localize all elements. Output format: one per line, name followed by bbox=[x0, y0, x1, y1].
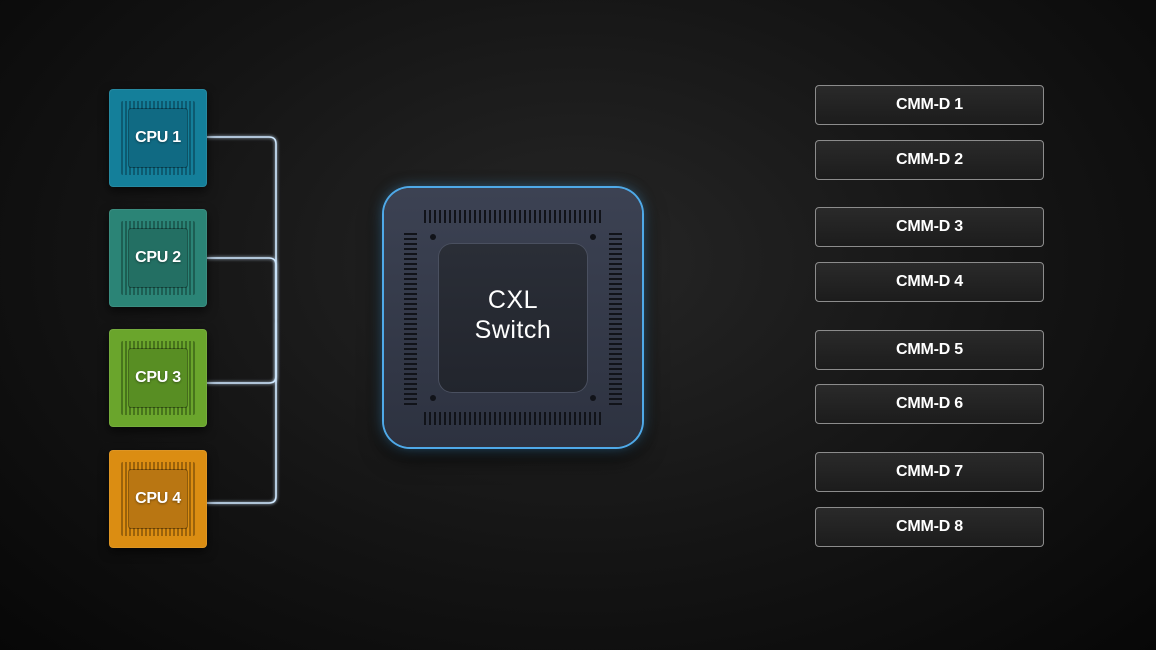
memory-device-6: CMM-D 6 bbox=[815, 384, 1044, 424]
cpu-die bbox=[129, 349, 187, 407]
cpu-3-chip: CPU 3 bbox=[109, 329, 207, 427]
memory-device-label: CMM-D 4 bbox=[895, 273, 964, 290]
switch-die: CXL Switch bbox=[438, 243, 588, 393]
switch-pins-right bbox=[609, 230, 622, 405]
cxl-switch-chip: CXL Switch bbox=[384, 188, 642, 447]
wire-cpu-4 bbox=[207, 321, 277, 504]
switch-title-line-2: Switch bbox=[474, 316, 552, 344]
cpu-die bbox=[129, 229, 187, 287]
memory-device-label: CMM-D 1 bbox=[895, 96, 964, 113]
cpu-die bbox=[129, 109, 187, 167]
cpu-1-chip: CPU 1 bbox=[109, 89, 207, 187]
cpu-4-chip: CPU 4 bbox=[109, 450, 207, 548]
switch-title: CXL Switch bbox=[438, 285, 588, 345]
wire-cpu-1 bbox=[207, 136, 277, 321]
memory-device-label: CMM-D 6 bbox=[895, 395, 964, 412]
memory-device-1: CMM-D 1 bbox=[815, 85, 1044, 125]
cpu-die bbox=[129, 470, 187, 528]
memory-device-5: CMM-D 5 bbox=[815, 330, 1044, 370]
cpu-2-label: CPU 2 bbox=[135, 249, 181, 266]
switch-title-line-1: CXL bbox=[487, 286, 539, 314]
switch-corner-dot bbox=[590, 234, 596, 240]
memory-device-4: CMM-D 4 bbox=[815, 262, 1044, 302]
wire-cpu-3 bbox=[207, 321, 277, 384]
cpu-4-label: CPU 4 bbox=[135, 490, 181, 507]
memory-device-label: CMM-D 8 bbox=[895, 518, 964, 535]
memory-device-2: CMM-D 2 bbox=[815, 140, 1044, 180]
switch-corner-dot bbox=[590, 395, 596, 401]
memory-device-label: CMM-D 7 bbox=[895, 463, 964, 480]
switch-corner-dot bbox=[430, 234, 436, 240]
memory-device-label: CMM-D 3 bbox=[895, 218, 964, 235]
memory-device-3: CMM-D 3 bbox=[815, 207, 1044, 247]
switch-pins-top bbox=[424, 210, 602, 223]
cpu-1-label: CPU 1 bbox=[135, 129, 181, 146]
memory-device-7: CMM-D 7 bbox=[815, 452, 1044, 492]
switch-pins-bottom bbox=[424, 412, 602, 425]
cpu-3-label: CPU 3 bbox=[135, 369, 181, 386]
switch-corner-dot bbox=[430, 395, 436, 401]
wire-cpu-2 bbox=[207, 257, 277, 321]
memory-device-8: CMM-D 8 bbox=[815, 507, 1044, 547]
memory-device-label: CMM-D 5 bbox=[895, 341, 964, 358]
memory-device-label: CMM-D 2 bbox=[895, 151, 964, 168]
cpu-2-chip: CPU 2 bbox=[109, 209, 207, 307]
switch-pins-left bbox=[404, 230, 417, 405]
